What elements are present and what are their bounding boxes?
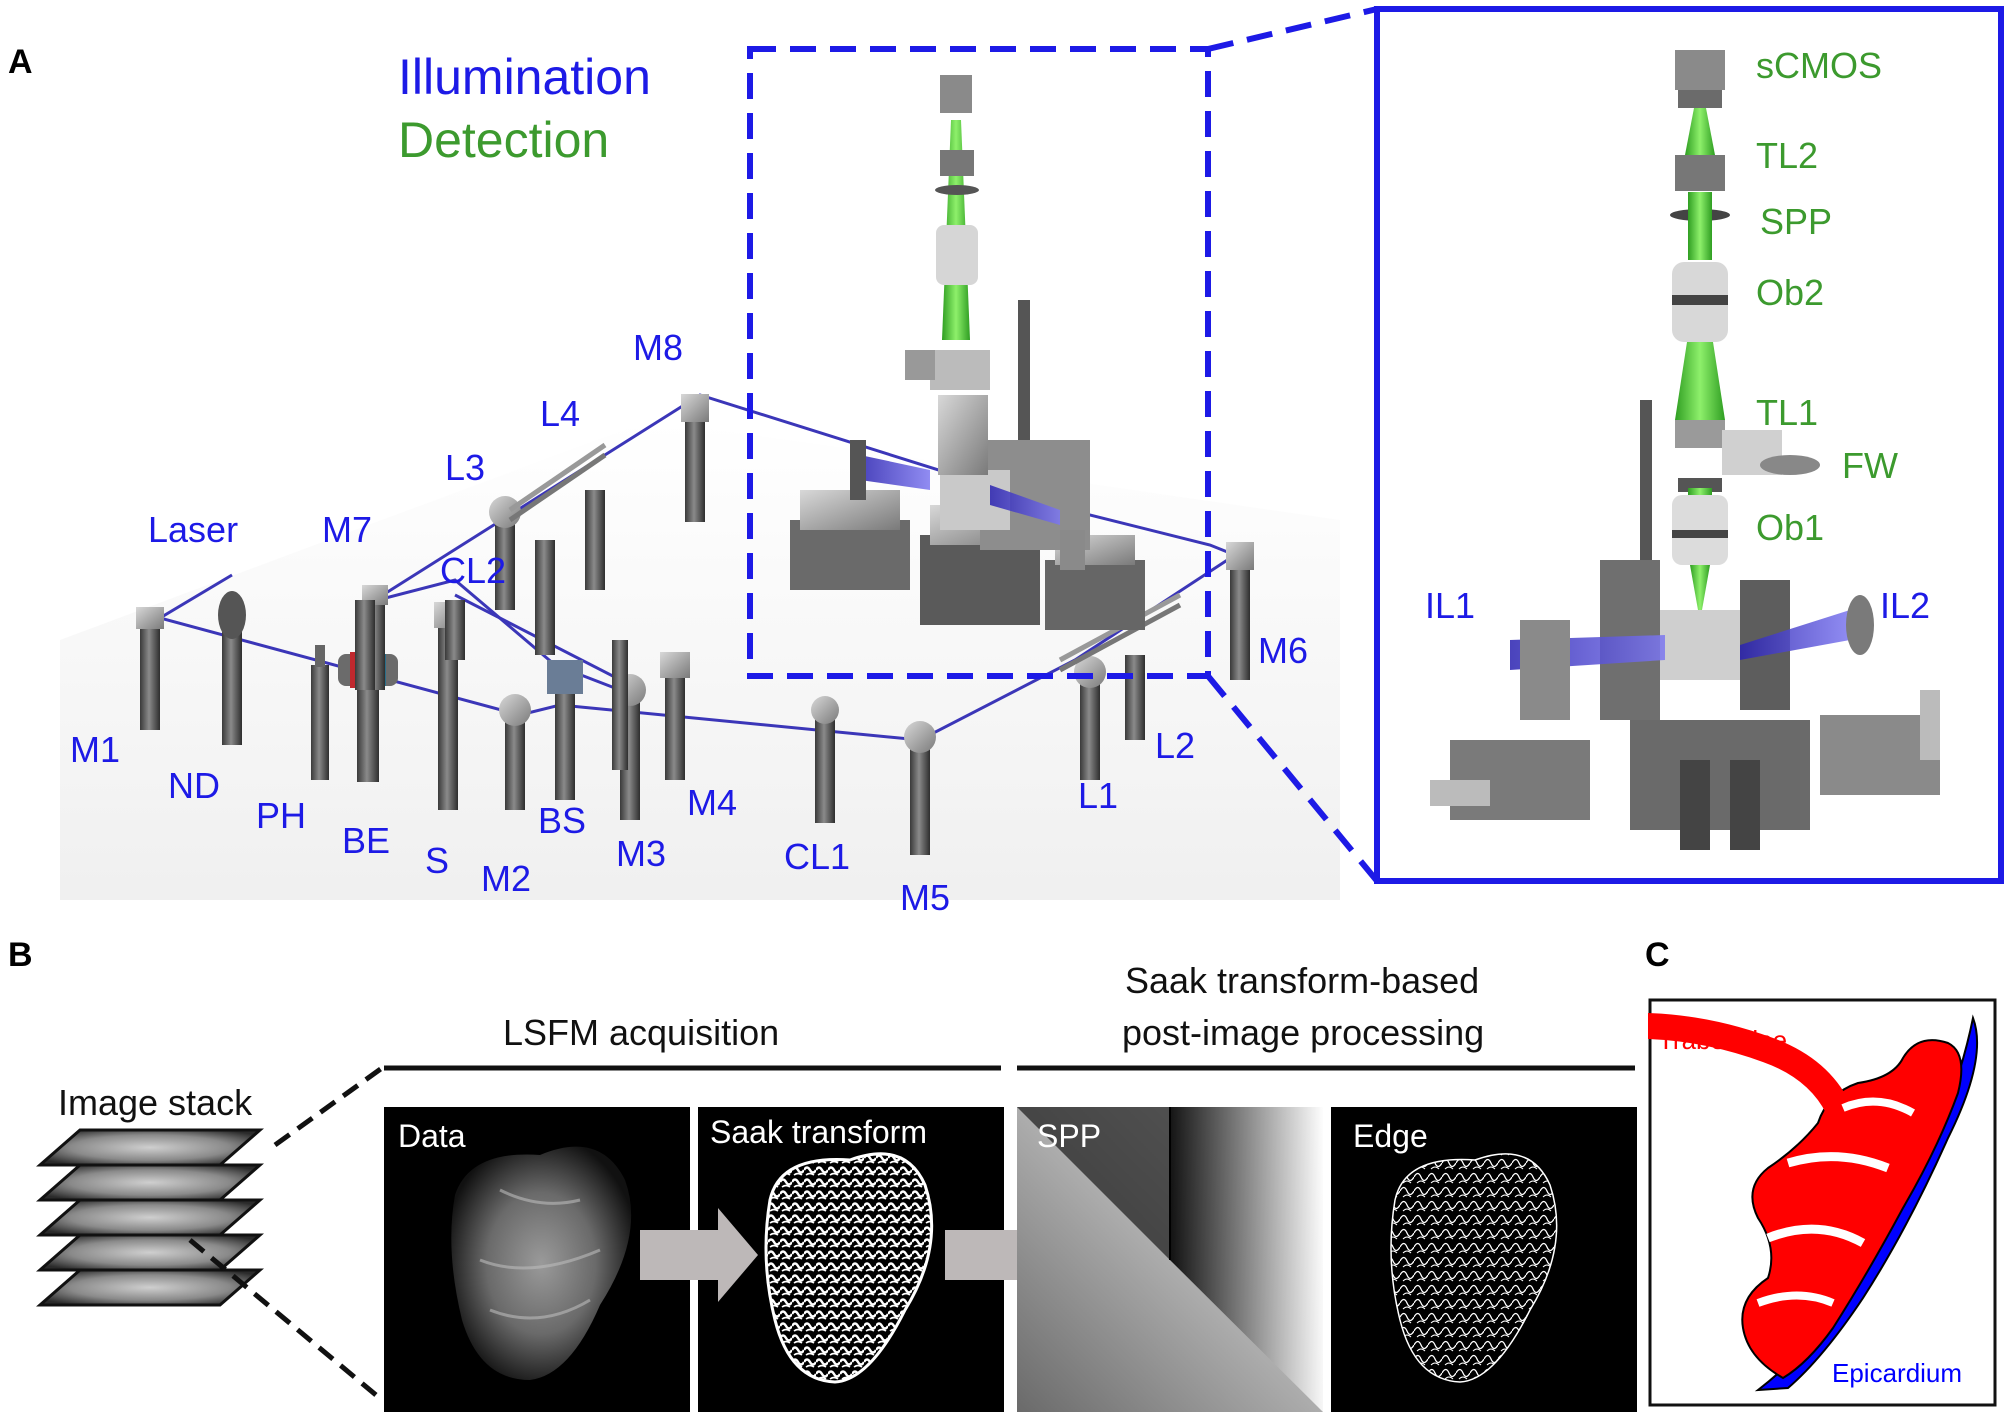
legend-detection: Detection: [398, 112, 610, 168]
arrow-1: [640, 1208, 758, 1302]
image-label-spp: SPP: [1037, 1118, 1102, 1154]
label-ob1: Ob1: [1756, 507, 1825, 548]
zoom-region-box: [747, 46, 1211, 679]
stack-title: Image stack: [58, 1082, 253, 1123]
label-m8: M8: [633, 327, 684, 368]
image-label-saak: Saak transform: [710, 1114, 927, 1150]
label-tl2: TL2: [1756, 135, 1819, 176]
spp-image: [1017, 1107, 1323, 1412]
lsfm-title: LSFM acquisition: [503, 1012, 780, 1053]
image-stack: [36, 1128, 264, 1307]
label-m1: M1: [70, 729, 121, 770]
panel-label-c: C: [1645, 936, 1670, 974]
label-l3: L3: [445, 447, 486, 488]
saak-title-line1: Saak transform-based: [1125, 960, 1480, 1001]
label-be: BE: [342, 820, 391, 861]
label-cl1: CL1: [784, 836, 851, 877]
label-il1: IL1: [1425, 585, 1476, 626]
image-label-edge: Edge: [1353, 1118, 1428, 1154]
optical-posts: [136, 394, 1254, 855]
label-trabeculae: Trabeculae: [1658, 1025, 1788, 1055]
label-bs: BS: [538, 800, 587, 841]
panel-c-drawing: [1648, 998, 1997, 1407]
label-l4: L4: [540, 393, 581, 434]
label-m7: M7: [322, 509, 373, 550]
label-tl1: TL1: [1756, 392, 1819, 433]
legend-illumination: Illumination: [398, 49, 651, 105]
label-nd: ND: [168, 765, 220, 806]
label-spp: SPP: [1760, 201, 1833, 242]
label-ph: PH: [256, 795, 307, 836]
label-l2: L2: [1155, 725, 1196, 766]
label-cl2: CL2: [440, 550, 507, 591]
label-l1: L1: [1078, 775, 1119, 816]
saak-title-line2: post-image processing: [1122, 1012, 1485, 1053]
panel-label-a: A: [8, 43, 33, 81]
label-fw: FW: [1842, 445, 1898, 486]
zoom-microscope: [1430, 50, 1940, 850]
label-m3: M3: [616, 833, 667, 874]
label-laser: Laser: [148, 509, 239, 550]
label-epicardium: Epicardium: [1832, 1358, 1963, 1388]
image-label-data: Data: [398, 1118, 466, 1154]
label-s: S: [425, 840, 450, 881]
label-m2: M2: [481, 858, 532, 899]
label-ob2: Ob2: [1756, 272, 1825, 313]
label-m4: M4: [687, 782, 738, 823]
label-scmos: sCMOS: [1756, 45, 1882, 86]
label-il2: IL2: [1880, 585, 1931, 626]
panel-b-graphic: [36, 1065, 1637, 1412]
label-m5: M5: [900, 877, 951, 918]
optical-setup-drawing: [60, 6, 2004, 900]
label-m6: M6: [1258, 630, 1309, 671]
microscope-assembly: [790, 75, 1145, 630]
panel-label-b: B: [8, 936, 33, 974]
